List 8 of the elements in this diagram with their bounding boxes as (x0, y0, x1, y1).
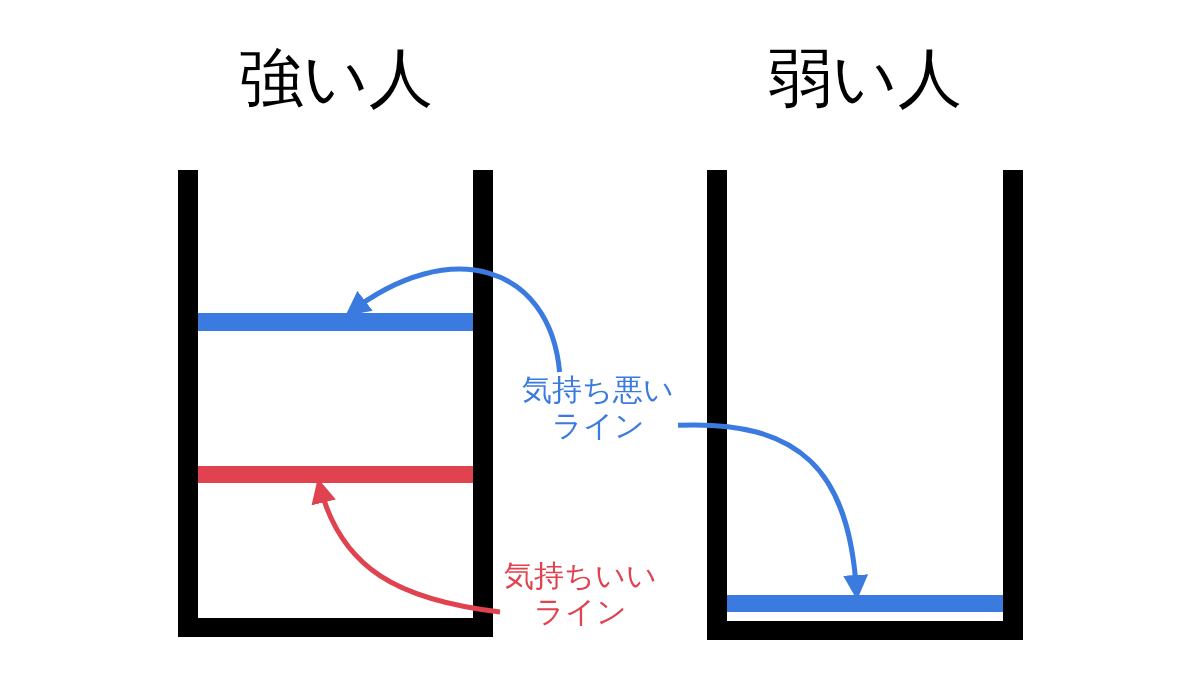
callout-text: 気持ちいいライン (500, 558, 660, 630)
heading: 弱い人 (768, 40, 962, 117)
level-bar (198, 313, 473, 331)
heading: 強い人 (238, 40, 433, 117)
curved-arrow (345, 267, 563, 373)
callout-text: 気持ち悪いライン (518, 372, 678, 444)
level-bar (727, 595, 1003, 612)
level-bar (198, 466, 473, 483)
